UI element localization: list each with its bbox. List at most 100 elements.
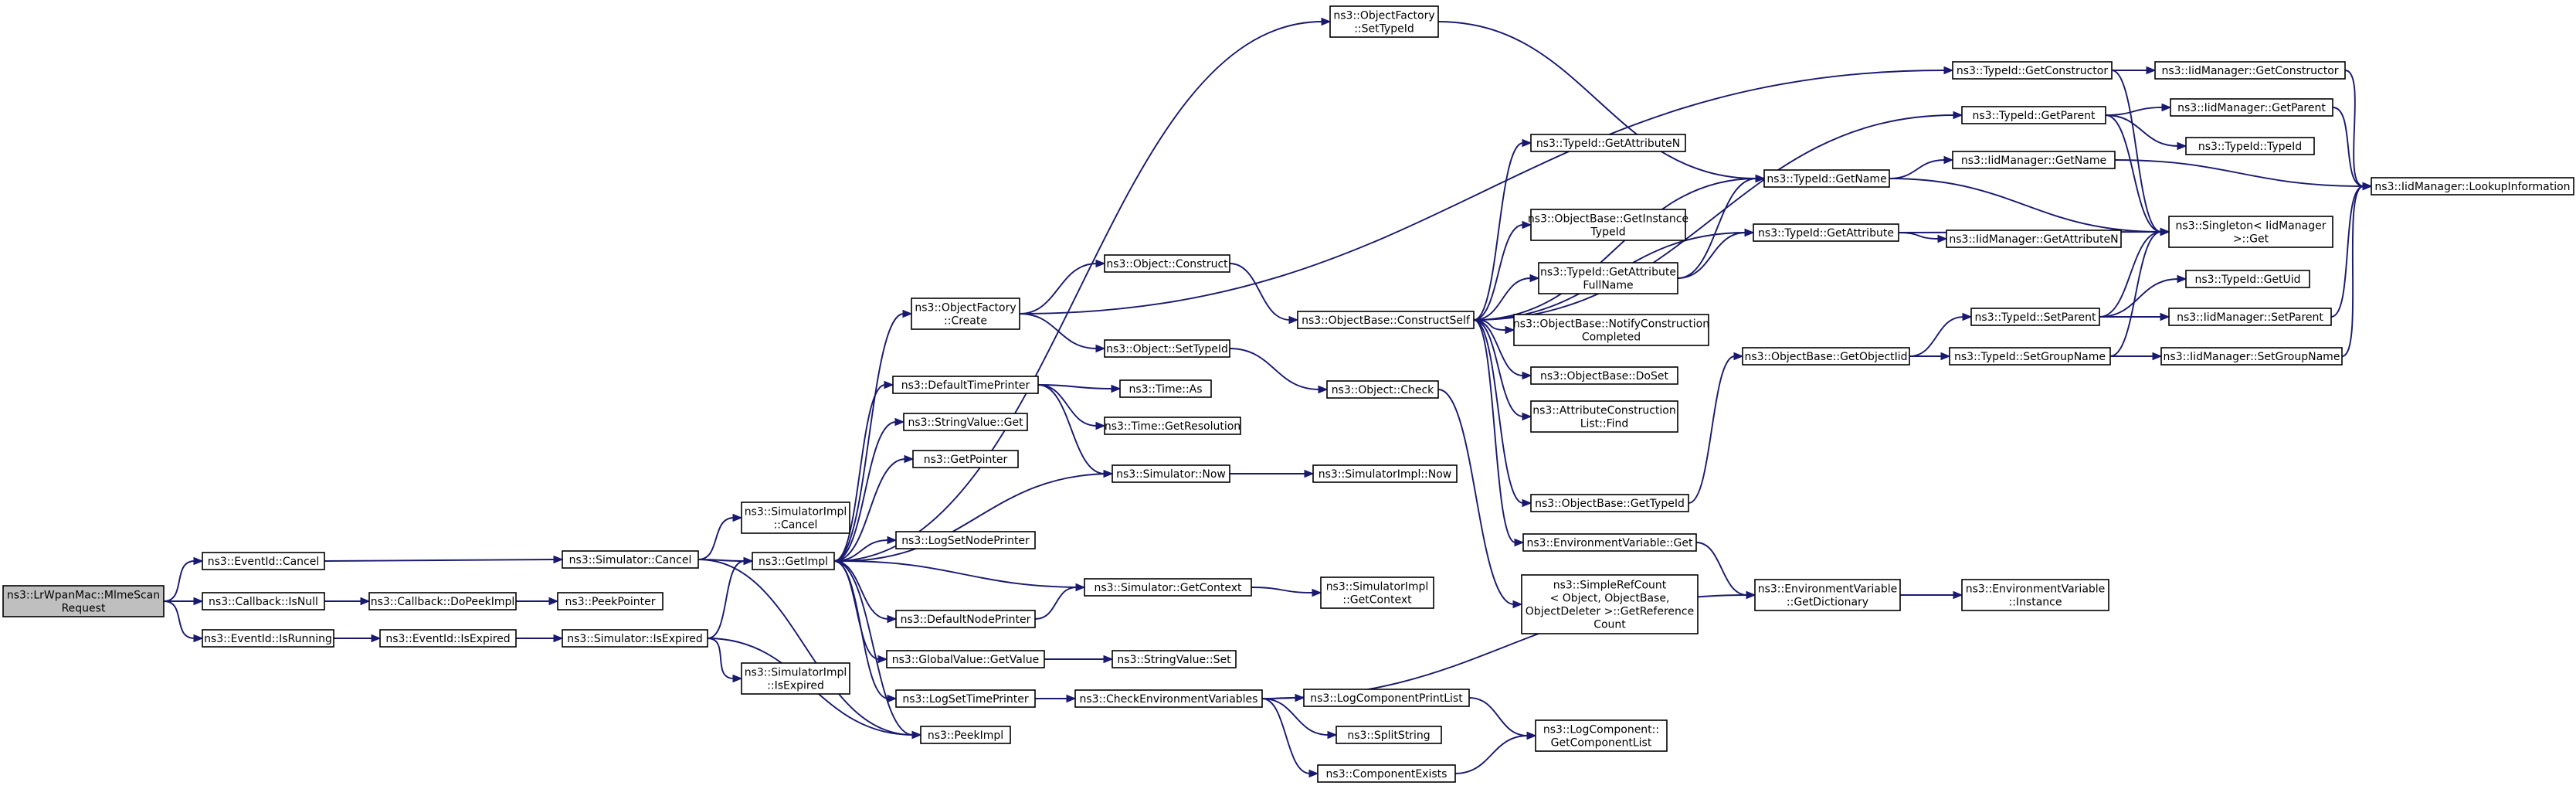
edge-sim-isexpired-to-simimpl-isexpired xyxy=(707,638,743,683)
node-stringvalue-set[interactable]: ns3::StringValue::Set xyxy=(1112,650,1237,668)
node-typeid-getuid[interactable]: ns3::TypeId::GetUid xyxy=(2185,270,2310,288)
node-simimpl-getcontext[interactable]: ns3::SimulatorImpl::GetContext xyxy=(1320,576,1434,609)
node-sim-isexpired[interactable]: ns3::Simulator::IsExpired xyxy=(562,629,708,648)
node-globalvalue-getvalue[interactable]: ns3::GlobalValue::GetValue xyxy=(886,650,1045,668)
node-box xyxy=(1326,380,1439,399)
node-typeid-setparent[interactable]: ns3::TypeId::SetParent xyxy=(1970,308,2100,326)
node-getimpl[interactable]: ns3::GetImpl xyxy=(752,552,835,570)
edge-typeid-getname-to-singleton-get xyxy=(1889,178,2170,236)
edge-of-settypeid-to-typeid-getname xyxy=(1437,21,1766,183)
edge-typeid-getparent-to-singleton-get xyxy=(2105,114,2170,236)
node-label: Count xyxy=(1593,619,1626,631)
node-ob-constructself[interactable]: ns3::ObjectBase::ConstructSelf xyxy=(1297,311,1475,329)
node-simimpl-cancel[interactable]: ns3::SimulatorImpl::Cancel xyxy=(741,502,850,534)
node-defaulttimeprinter[interactable]: ns3::DefaultTimePrinter xyxy=(892,376,1039,394)
node-iid-lookupinfo[interactable]: ns3::IidManager::LookupInformation xyxy=(2371,177,2574,196)
node-box xyxy=(2371,177,2574,196)
node-singleton-get[interactable]: ns3::Singleton< IidManager >::Get xyxy=(2168,216,2333,248)
edge-logsettimeprinter-to-checkenv xyxy=(1035,694,1077,703)
edge-ob-constructself-to-envvar-get xyxy=(1473,319,1525,547)
edge-mlme-to-ev-isrunning xyxy=(163,600,204,643)
node-obj-settypeid[interactable]: ns3::Object::SetTypeId xyxy=(1104,339,1230,358)
node-iid-getname[interactable]: ns3::IidManager::GetName xyxy=(1952,151,2116,169)
node-of-create[interactable]: ns3::ObjectFactory::Create xyxy=(911,298,1020,330)
node-box xyxy=(1970,308,2100,326)
edge-getimpl-to-peekimpl xyxy=(833,560,922,740)
node-simimpl-isexpired[interactable]: ns3::SimulatorImpl::IsExpired xyxy=(741,662,850,695)
edge-sim-getcontext-to-getimpl xyxy=(833,556,1085,588)
node-peekpointer[interactable]: ns3::PeekPointer xyxy=(557,592,664,610)
node-cb-dopeek[interactable]: ns3::Callback::DoPeekImpl xyxy=(368,592,517,610)
node-time-as[interactable]: ns3::Time::As xyxy=(1119,379,1212,398)
node-label: ns3::ObjectBase::GetObjectIid xyxy=(1744,351,1907,363)
node-simplerefcount[interactable]: ns3::SimpleRefCount< Object, ObjectBase,… xyxy=(1521,574,1699,634)
node-logsetnodeprinter[interactable]: ns3::LogSetNodePrinter xyxy=(895,531,1036,549)
node-ob-gettypeid[interactable]: ns3::ObjectBase::GetTypeId xyxy=(1530,494,1689,512)
node-of-settypeid[interactable]: ns3::ObjectFactory::SetTypeId xyxy=(1329,5,1439,38)
node-label: ns3::LogComponent:: xyxy=(1543,724,1659,736)
node-typeid-getattributen[interactable]: ns3::TypeId::GetAttributeN xyxy=(1530,134,1686,152)
node-iid-setgroupname[interactable]: ns3::IidManager::SetGroupName xyxy=(2160,347,2343,366)
node-typeid-setgroupname[interactable]: ns3::TypeId::SetGroupName xyxy=(1949,347,2111,366)
node-sim-cancel[interactable]: ns3::Simulator::Cancel xyxy=(562,550,699,569)
node-cb-isnull[interactable]: ns3::Callback::IsNull xyxy=(202,592,325,610)
node-typeid-getparent[interactable]: ns3::TypeId::GetParent xyxy=(1961,106,2106,124)
node-splitstring[interactable]: ns3::SplitString xyxy=(1336,726,1442,744)
node-label: ns3::DefaultTimePrinter xyxy=(901,379,1030,392)
node-ob-getobjectiid[interactable]: ns3::ObjectBase::GetObjectIid xyxy=(1742,347,1910,366)
node-defaultnodeprinter[interactable]: ns3::DefaultNodePrinter xyxy=(895,610,1036,628)
node-sim-now[interactable]: ns3::Simulator::Now xyxy=(1112,464,1230,483)
edge-iid-setgroupname-to-iid-lookupinfo xyxy=(2341,182,2373,357)
node-box xyxy=(1522,533,1697,552)
node-label: ns3::SimulatorImpl xyxy=(1326,581,1429,593)
node-obj-check[interactable]: ns3::Object::Check xyxy=(1326,380,1439,399)
node-typeid-getconstructor[interactable]: ns3::TypeId::GetConstructor xyxy=(1952,61,2113,80)
node-label: ::GetContext xyxy=(1342,594,1412,607)
node-envvar-get[interactable]: ns3::EnvironmentVariable::Get xyxy=(1522,533,1697,552)
node-box xyxy=(1530,209,1686,241)
edge-typeid-getattrfullname-to-typeid-getattribute xyxy=(1677,228,1755,279)
node-stringvalue-get[interactable]: ns3::StringValue::Get xyxy=(903,413,1028,431)
node-ev-cancel[interactable]: ns3::EventId::Cancel xyxy=(202,552,325,570)
node-envvar-instance[interactable]: ns3::EnvironmentVariable::Instance xyxy=(1961,579,2109,611)
node-logsettimeprinter[interactable]: ns3::LogSetTimePrinter xyxy=(895,689,1036,708)
node-label: ns3::GetImpl xyxy=(759,556,828,568)
node-label: ns3::TypeId::GetAttribute xyxy=(1758,227,1894,240)
node-logcomponent-getlist[interactable]: ns3::LogComponent::GetComponentList xyxy=(1535,719,1668,752)
node-getpointer[interactable]: ns3::GetPointer xyxy=(912,450,1019,468)
node-box xyxy=(379,629,517,648)
node-time-getres[interactable]: ns3::Time::GetResolution xyxy=(1104,417,1241,435)
node-typeid-getname[interactable]: ns3::TypeId::GetName xyxy=(1763,169,1890,188)
edge-typeid-setgroupname-to-singleton-get xyxy=(2109,227,2170,357)
node-iid-getconstructor[interactable]: ns3::IidManager::GetConstructor xyxy=(2154,61,2346,80)
edge-typeid-getparent-to-typeid-typeid xyxy=(2105,114,2187,151)
node-ob-doset[interactable]: ns3::ObjectBase::DoSet xyxy=(1530,366,1678,385)
node-typeid-getattribute[interactable]: ns3::TypeId::GetAttribute xyxy=(1753,223,1899,242)
node-label: ns3::TypeId::TypeId xyxy=(2198,141,2302,153)
node-logcomponentprintlist[interactable]: ns3::LogComponentPrintList xyxy=(1303,689,1470,707)
node-iid-getparent[interactable]: ns3::IidManager::GetParent xyxy=(2170,98,2333,117)
node-label: ns3::Object::SetTypeId xyxy=(1106,343,1228,355)
edge-ob-gettypeid-to-ob-getobjectiid xyxy=(1688,352,1744,504)
node-obj-construct[interactable]: ns3::Object::Construct xyxy=(1104,254,1230,273)
edge-getimpl-to-defaulttimeprinter xyxy=(833,380,894,562)
node-envvar-getdict[interactable]: ns3::EnvironmentVariable::GetDictionary xyxy=(1754,579,1901,611)
node-simimpl-now[interactable]: ns3::SimulatorImpl::Now xyxy=(1312,464,1458,483)
node-ev-isrunning[interactable]: ns3::EventId::IsRunning xyxy=(202,629,334,648)
node-peekimpl[interactable]: ns3::PeekImpl xyxy=(920,726,1011,744)
node-componentexists[interactable]: ns3::ComponentExists xyxy=(1317,764,1456,783)
node-iid-getattributen[interactable]: ns3::IidManager::GetAttributeN xyxy=(1946,230,2122,248)
node-checkenv[interactable]: ns3::CheckEnvironmentVariables xyxy=(1074,689,1263,708)
node-label: ns3::TypeId::GetName xyxy=(1767,173,1886,185)
node-sim-getcontext[interactable]: ns3::Simulator::GetContext xyxy=(1084,578,1252,597)
node-iid-setparent[interactable]: ns3::IidManager::SetParent xyxy=(2168,308,2332,326)
edge-typeid-setgroupname-to-iid-setgroupname xyxy=(2110,352,2163,361)
node-ev-isexpired[interactable]: ns3::EventId::IsExpired xyxy=(379,629,517,648)
node-box xyxy=(2168,216,2333,248)
node-typeid-typeid[interactable]: ns3::TypeId::TypeId xyxy=(2185,137,2315,155)
node-ob-notifyconstruction[interactable]: ns3::ObjectBase::NotifyConstructionCompl… xyxy=(1513,314,1709,346)
